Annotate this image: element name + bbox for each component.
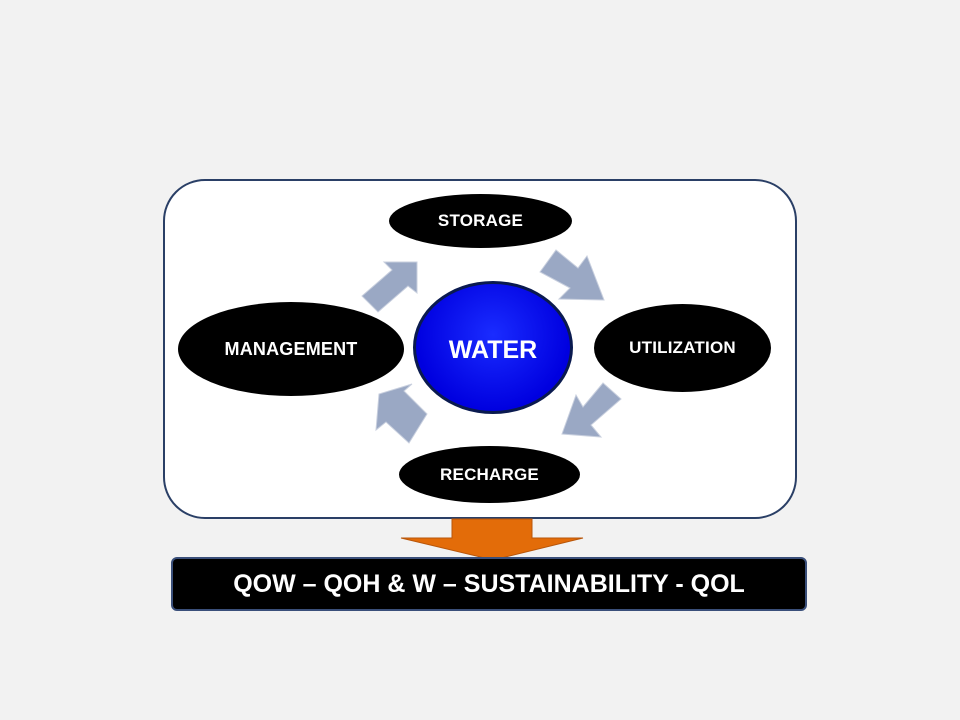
- arrow-to-result: [400, 518, 584, 561]
- result-text: QOW – QOH & W – SUSTAINABILITY - QOL: [233, 569, 745, 598]
- node-management: MANAGEMENT: [178, 302, 404, 396]
- node-management-label: MANAGEMENT: [224, 338, 358, 359]
- result-banner: QOW – QOH & W – SUSTAINABILITY - QOL: [171, 557, 807, 611]
- node-recharge-label: RECHARGE: [440, 464, 539, 484]
- node-storage-label: STORAGE: [437, 211, 524, 230]
- node-storage: STORAGE: [389, 194, 572, 248]
- node-utilization-label: UTILIZATION: [629, 338, 736, 357]
- center-node-label: WATER: [448, 336, 538, 364]
- node-recharge: RECHARGE: [399, 446, 580, 503]
- node-utilization: UTILIZATION: [594, 304, 771, 392]
- center-node-water: WATER: [413, 281, 573, 414]
